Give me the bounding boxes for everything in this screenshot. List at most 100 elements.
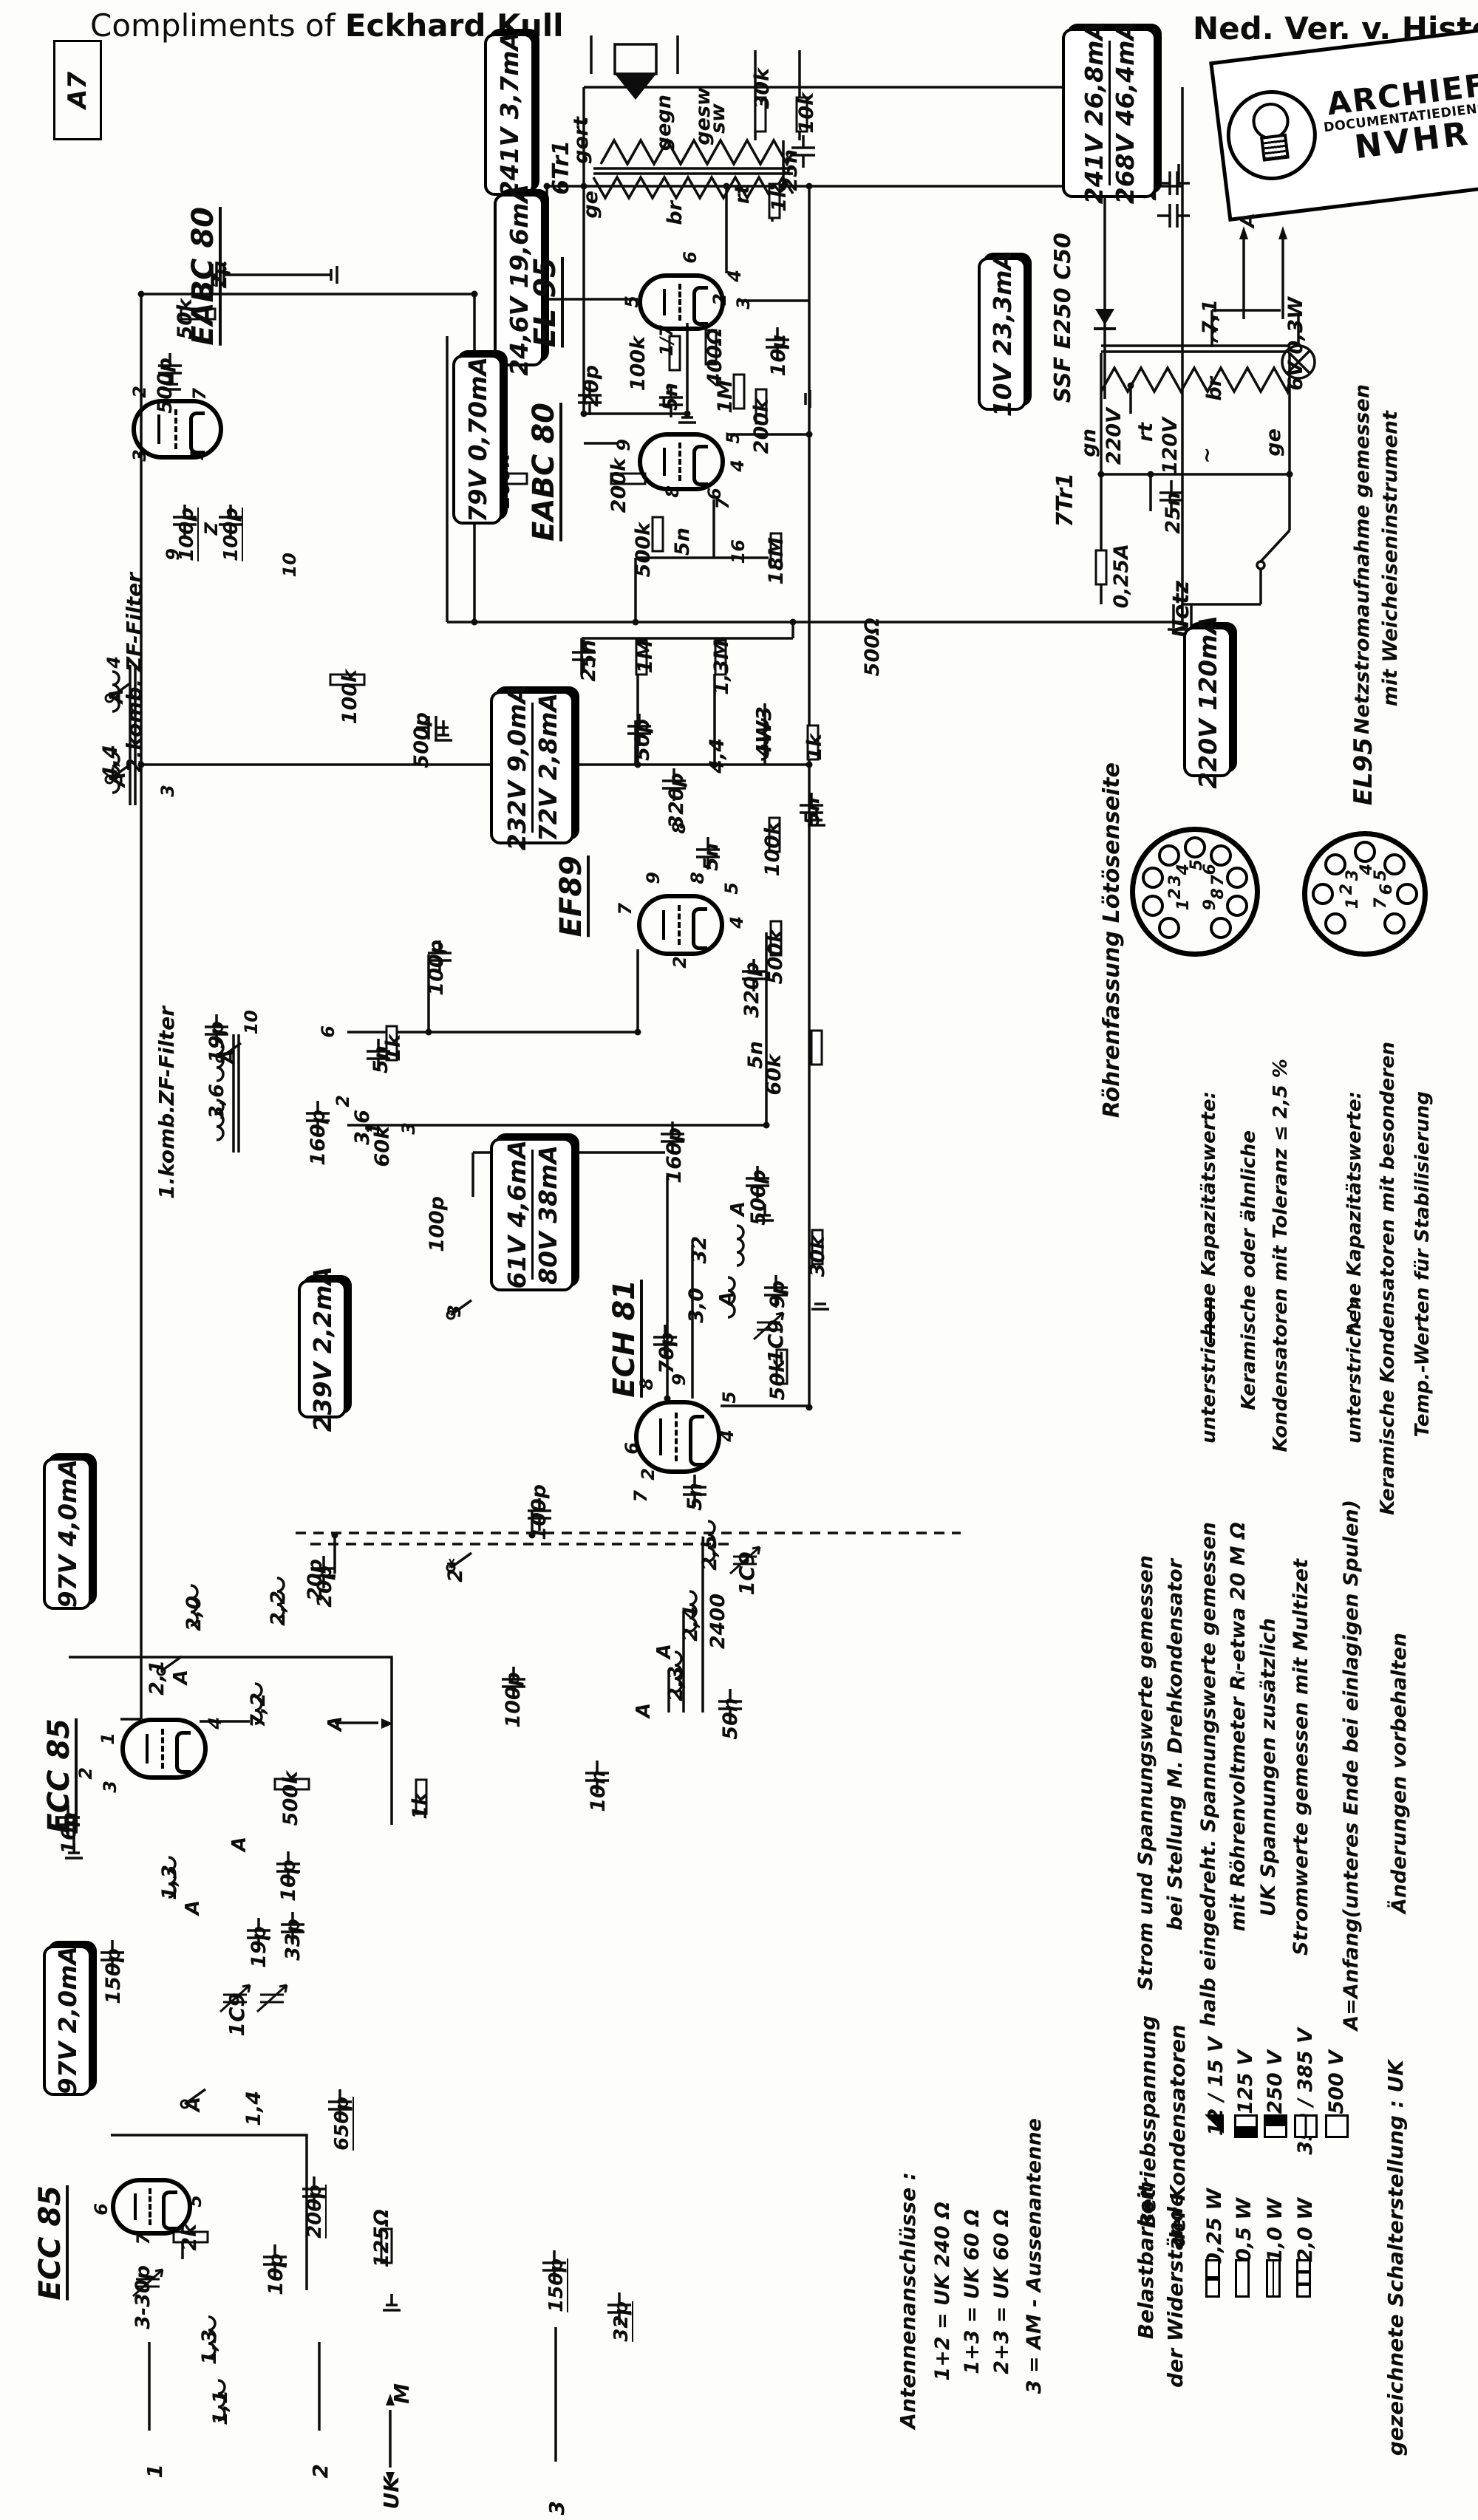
antenna-note-line: 1+2 = UK 240 Ω [931,2202,954,2381]
socket-pin-number: 9 [1200,899,1219,911]
measure-note-line: Stromwerte gemessen mit Multizet [1290,1559,1312,1956]
component-label: 9 [669,1373,689,1386]
component-label: 1M [634,640,657,674]
component-label: 2,3 [664,1666,687,1701]
capacitor-symbol [746,1166,769,1198]
component-label: 5n [684,1483,706,1512]
component-label: 5 [719,1391,740,1404]
cap-voltage-item: 500 V [1325,2050,1348,2114]
junction-dot [806,761,813,768]
callout-text: 72V 2,8mA [533,693,562,842]
junction-dot [137,290,145,298]
title-regular: Compliments of [90,7,336,44]
component-label: 1,1 [209,2390,232,2425]
component-label: M [389,2383,414,2404]
mains-current-note: mit Weicheiseninstrument [1379,411,1402,707]
component-label: 200k [750,399,773,454]
component-label: 1,3 [198,2329,221,2365]
capacitor-symbol [428,940,452,973]
capacitor-symbol [219,505,242,537]
resistor-symbol [754,96,767,133]
cap-voltage-symbol-halfR [1264,2114,1287,2138]
tube-electrode [692,444,708,487]
coil-symbol [208,2315,217,2358]
resistor-symbol [755,388,768,425]
component-label: 5n [700,843,723,872]
capacitor-symbol [800,793,823,825]
socket-pin-number: 3 [1166,874,1185,887]
tube-electrode [145,1733,149,1764]
tube-label: EL 95 [528,257,562,348]
junction-dot [789,618,797,626]
component-label: 100p [176,508,198,561]
capacitor-symbol [764,1275,788,1308]
callout-divider [1108,41,1111,185]
callout-divider [531,1150,534,1280]
component-label: 500p [747,1169,770,1226]
junction-dot [580,182,588,190]
component-label: 1k [382,1034,405,1062]
component-label: 1C9 [735,1551,759,1596]
resistor-symbol [769,920,783,957]
tube-electrode [149,2188,152,2226]
junction-dot [634,1028,641,1036]
component-label: 1,3 [158,1865,181,1900]
component-label: 100k [627,336,650,392]
component-label: 4 [103,656,124,669]
junction-dot [634,761,641,768]
coil-start-note: A=Anfang(unteres Ende bei einlagigen Spu… [1340,1500,1363,2031]
voltage-callout: 79V 0,70mA [452,355,503,525]
component-label: 7 [630,1490,651,1503]
junction-dot [471,618,478,626]
resistor-symbol [651,516,664,553]
capacitor-symbol [542,2250,566,2283]
callout-text: 10V 23,3mA [987,250,1017,417]
tube-electrode [674,1412,678,1462]
cap-voltage-symbol-split [1294,2114,1318,2138]
capacitor-symbol [173,505,197,537]
junction-dot [425,1028,432,1036]
component-label: 500k [279,1771,302,1826]
component-label: 1C9 [763,1319,788,1364]
voltage-callout: 220V 120mA [1183,615,1232,788]
component-label: ge [579,191,602,219]
capacitor-symbol [247,1918,270,1950]
voltage-callout: 97V 2,0mA [43,1945,92,2096]
component-label: sw [706,103,729,134]
switch-blade [108,682,132,700]
component-label: A [170,1670,192,1685]
cap-voltage-symbol-empty [1325,2114,1349,2138]
switch-blade [108,763,132,781]
resistor-watt-symbol [1205,2259,1220,2298]
resistor-symbol [775,1348,789,1385]
junction-dot [723,182,730,190]
antenna-title: Antennenanschlüsse : [896,2172,920,2429]
component-label: SSF E250 C50 [1050,233,1076,403]
voltage-callout: 10V 23,3mA [978,251,1026,417]
junction-dot [1147,471,1154,478]
tube-electrode [161,2190,177,2231]
component-label: ge [1262,428,1285,457]
component-label: 2 [333,1095,353,1107]
socket-pin [1184,836,1206,858]
capacitor-symbol [661,1121,684,1154]
tube-body [637,894,724,956]
component-label: 8 [687,872,708,884]
measure-note-line: bei Stellung M. Drehkondensator [1164,1559,1187,1931]
socket-pin-number: 8 [1208,888,1227,900]
component-label: 3 [545,2501,569,2516]
component-label: 18M [765,537,788,585]
component-label: 500Ω [861,618,884,677]
capacitor-symbol [578,383,602,415]
component-label: 2 [75,1767,96,1780]
socket-pin [1157,844,1180,867]
temp-cap-note: Temp.-Werten für Stabilisierung [1411,1091,1434,1438]
component-label: 1,4 [242,2091,265,2126]
socket-pin-number: 2 [1338,884,1356,895]
tube-electrode [678,283,681,321]
capacitor-symbol [742,959,766,991]
component-label: 10p [265,2253,287,2295]
resistor-watt-title: Belastbarkeit [1134,2183,1158,2340]
component-label: 3 [157,785,178,797]
